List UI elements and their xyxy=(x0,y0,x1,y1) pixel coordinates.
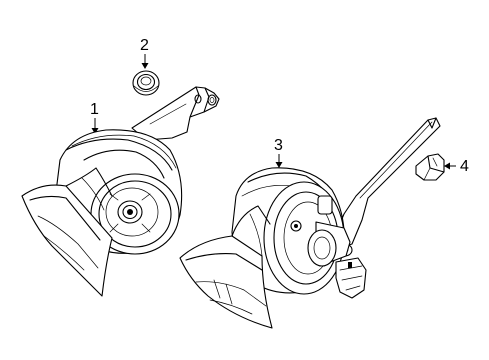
leader-arrow-4 xyxy=(444,162,456,170)
horn-bracket xyxy=(333,117,441,257)
callout-label-1: 1 xyxy=(90,101,99,118)
horn-bracket xyxy=(131,86,220,141)
callout-label-2: 2 xyxy=(140,37,149,54)
leader-arrow-2 xyxy=(141,54,149,69)
leader-arrow-3 xyxy=(275,154,283,168)
leader-arrow-1 xyxy=(91,118,99,134)
callout-label-3: 3 xyxy=(274,137,283,154)
horn-connector xyxy=(290,195,367,299)
washer-nut-icon xyxy=(132,70,160,96)
nut-icon xyxy=(415,153,445,181)
horn-icon xyxy=(21,86,220,297)
callout-label-4: 4 xyxy=(460,158,469,175)
horn-icon xyxy=(179,117,441,329)
